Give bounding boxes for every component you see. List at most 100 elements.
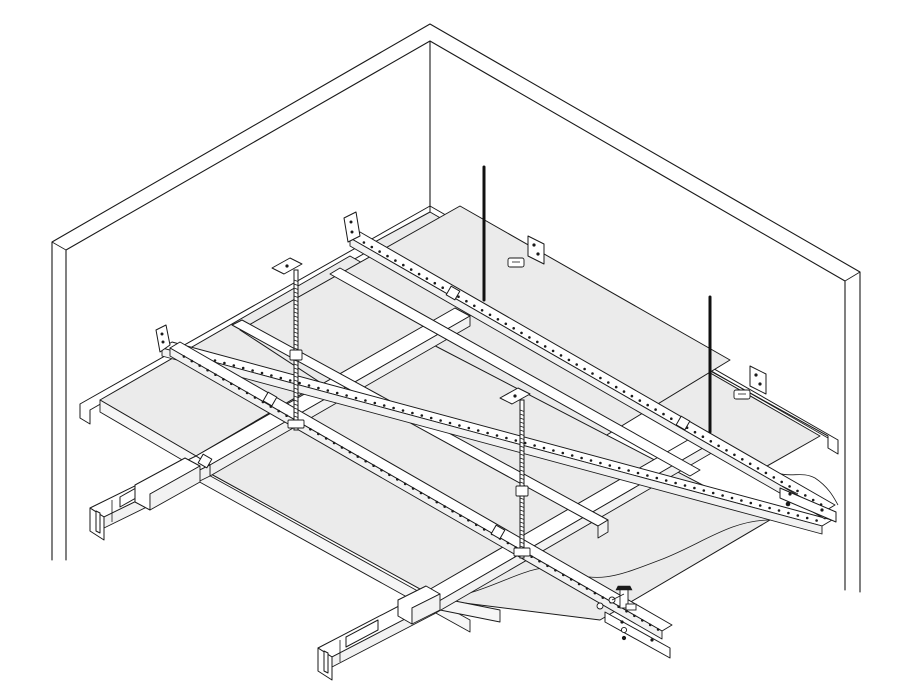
runner-2-u-channel-end: [317, 619, 379, 681]
rail-perforation: [458, 424, 461, 427]
rail-perforation: [749, 501, 753, 505]
wall-corner-outer: [51, 241, 67, 251]
rail-perforation: [451, 509, 454, 513]
carrier-rail-b-holes: [362, 241, 823, 506]
rail-perforation: [717, 444, 720, 448]
rail-perforation: [394, 259, 397, 262]
rail-perforation: [617, 605, 620, 608]
hanger-thread: [519, 541, 525, 544]
bolt-assembly: [596, 585, 637, 641]
rail-perforation: [420, 414, 424, 417]
rail-perforation: [409, 268, 413, 271]
rail-perforation: [683, 484, 687, 487]
rail-perforation: [237, 387, 241, 390]
hanger-thread: [293, 287, 299, 290]
rail-perforation: [260, 371, 264, 375]
rail-perforation: [505, 436, 508, 440]
rail-perforation: [486, 431, 489, 435]
rail-perforation: [364, 459, 368, 463]
rail-perforation: [608, 464, 612, 467]
rail-perforation: [599, 461, 602, 465]
rail-perforation: [528, 336, 531, 339]
rail-perforation: [198, 364, 201, 367]
rail-perforation: [277, 409, 281, 413]
rail-perforation: [740, 499, 743, 502]
rail-perforation: [536, 340, 539, 344]
rail-perforation: [373, 401, 377, 405]
rail-perforation: [638, 399, 642, 402]
hanger-thread: [519, 537, 525, 540]
rail-perforation: [448, 421, 452, 425]
hanger-thread: [293, 291, 299, 294]
rod-hanger-left: [507, 257, 525, 268]
rail-perforation: [386, 254, 389, 258]
hanger-thread: [293, 303, 299, 306]
bracket-rail-c-end: [604, 611, 671, 659]
rail-perforation: [335, 391, 339, 395]
hanger-thread: [293, 299, 299, 302]
hanger-thread: [293, 283, 299, 286]
rail-perforation: [475, 523, 478, 527]
rail-perforation: [279, 376, 283, 380]
hanger-thread: [293, 399, 299, 402]
hanger-thread: [519, 429, 525, 432]
rail-perforation: [332, 441, 336, 445]
rail-perforation: [326, 389, 330, 392]
rail-perforation: [654, 408, 657, 411]
hanger-thread: [293, 403, 299, 406]
hanger-thread: [519, 481, 525, 484]
rail-perforation: [636, 471, 640, 475]
carrier-rail-a-holes: [176, 349, 818, 522]
rail-perforation: [378, 250, 381, 253]
hanger-thread: [519, 441, 525, 444]
rail-perforation: [674, 481, 677, 485]
rail-perforation: [533, 444, 536, 447]
hanger-thread: [293, 371, 299, 374]
rail-perforation: [270, 374, 273, 377]
rail-perforation: [488, 313, 492, 317]
rail-perforation: [815, 519, 818, 522]
hanger-thread: [293, 327, 299, 330]
rail-perforation: [370, 245, 374, 249]
splice-connectors: [197, 285, 691, 540]
hanger-thread: [519, 529, 525, 532]
rail-perforation: [348, 450, 352, 454]
rail-perforation: [506, 541, 510, 545]
cross-runner-left-side: [597, 519, 609, 539]
rail-perforation: [230, 382, 233, 386]
rail-perforation: [232, 364, 236, 367]
rail-perforation: [787, 511, 790, 515]
bracket-rail-b: [343, 211, 361, 243]
rail-perforation: [345, 394, 348, 397]
hanger-thread: [519, 409, 525, 412]
hanger-thread: [293, 311, 299, 314]
rail-perforation: [777, 509, 781, 512]
rail-perforation: [467, 426, 471, 430]
rail-perforation: [662, 412, 665, 416]
hanger-thread: [293, 415, 299, 418]
panel-cut-edge: [439, 519, 771, 601]
rail-perforation: [222, 378, 225, 381]
rail-perforation: [542, 446, 546, 450]
rail-perforation: [459, 514, 462, 517]
rail-perforation: [482, 528, 486, 531]
rail-perforation: [711, 491, 715, 495]
rail-perforation: [655, 476, 659, 480]
rail-perforation: [646, 403, 649, 407]
rail-perforation: [593, 591, 597, 595]
threaded-hanger-right: [499, 387, 531, 559]
rail-perforation: [364, 399, 367, 402]
rail-perforation: [601, 596, 605, 599]
rail-perforation: [324, 437, 328, 440]
rail-perforation: [546, 564, 549, 568]
rail-perforation: [433, 281, 437, 285]
rail-perforation: [796, 514, 800, 517]
wall-corner-outer-right: [844, 271, 861, 282]
hanger-thread: [293, 367, 299, 370]
rail-perforation: [495, 434, 499, 437]
rail-perforation: [646, 474, 649, 477]
rail-perforation: [664, 479, 668, 482]
rail-perforation: [356, 455, 360, 458]
hanger-thread: [293, 307, 299, 310]
